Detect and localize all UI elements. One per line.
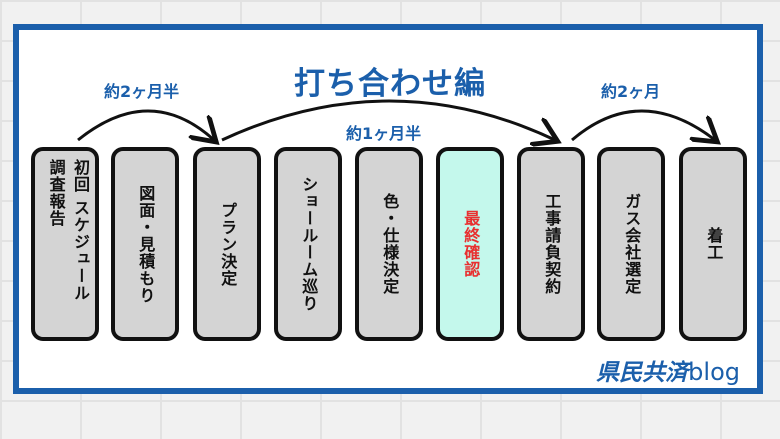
step-showroom-tour: ショールーム巡り	[274, 147, 342, 341]
span-label-2: 約1ヶ月半	[346, 124, 422, 143]
step-construction-start-label: 着工	[704, 227, 724, 261]
blog-logo-main: 県民共済	[596, 360, 689, 386]
step-initial-survey-line-2: 調査報告	[46, 159, 66, 227]
step-construction-contract-label: 工事請負契約	[542, 193, 562, 295]
step-color-spec-decision-label: 色・仕様決定	[380, 193, 400, 295]
span-label-1: 約2ヶ月半	[104, 82, 180, 101]
span-arrow-2	[221, 99, 555, 140]
step-final-check: 最終確認	[436, 147, 504, 341]
step-construction-start: 着工	[679, 147, 747, 341]
span-arrow-1	[77, 109, 214, 140]
span-arrow-3	[571, 109, 715, 140]
step-initial-survey: 初回 スケジュール 調査報告	[31, 147, 99, 341]
step-construction-contract: 工事請負契約	[517, 147, 585, 341]
step-color-spec-decision: 色・仕様決定	[355, 147, 423, 341]
blog-logo-suffix: blog	[688, 358, 740, 386]
step-showroom-tour-label: ショールーム巡り	[299, 176, 319, 312]
step-plan-decision: プラン決定	[193, 147, 261, 341]
step-gas-company-selection-label: ガス会社選定	[622, 193, 642, 295]
step-drawings-estimate-label: 図面・見積もり	[136, 184, 156, 304]
step-final-check-label: 最終確認	[461, 210, 481, 278]
step-gas-company-selection: ガス会社選定	[597, 147, 665, 341]
blog-logo: 県民共済blog	[596, 353, 740, 387]
step-initial-survey-line-1: 初回 スケジュール	[71, 159, 90, 302]
diagram-title: 打ち合わせ編	[294, 66, 486, 102]
step-plan-decision-label: プラン決定	[218, 201, 238, 287]
step-drawings-estimate: 図面・見積もり	[111, 147, 179, 341]
span-label-3: 約2ヶ月	[601, 82, 661, 101]
